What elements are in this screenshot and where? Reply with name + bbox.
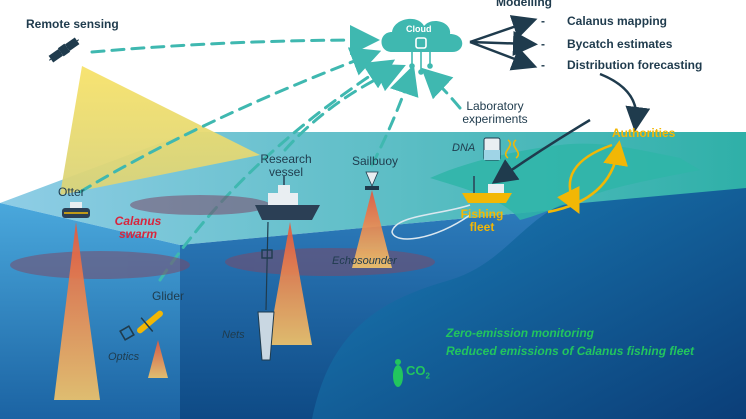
glider-icon: [137, 310, 163, 334]
optics-label: Optics: [108, 351, 140, 363]
cloud-icon: [381, 18, 463, 75]
co2-subscript: 2: [425, 371, 430, 381]
co2-text: CO: [406, 363, 426, 378]
fishing-fleet-label: Fishing fleet: [460, 208, 504, 233]
output-dash: -: [541, 37, 545, 51]
data-links: [78, 25, 462, 282]
sensor-beams: [54, 190, 392, 400]
otter-icon: [62, 202, 90, 218]
output-distribution-forecasting: Distribution forecasting: [567, 58, 703, 72]
modelling-label: Modelling: [496, 0, 552, 9]
link-satellite-cloud: [90, 25, 380, 56]
chip-icon: [415, 37, 427, 49]
authorities-exchange: [547, 140, 628, 214]
calanus-swarm-label-line-1: Calanus: [114, 214, 162, 228]
remote-sensing-label: Remote sensing: [26, 17, 119, 31]
output-dash: -: [541, 58, 545, 72]
footer-line-1: Zero-emission monitoring: [446, 326, 595, 340]
output-item-1: - Calanus mapping: [541, 15, 667, 28]
continental-shelf: [312, 188, 746, 419]
calanus-swarm-label: Calanus swarm: [108, 215, 168, 240]
beaker-icon: [483, 137, 501, 161]
dna-label: DNA: [452, 142, 476, 154]
optics-icon: [119, 325, 135, 341]
calanus-swarm-label-line-2: swarm: [118, 226, 158, 241]
link-otter-cloud: [78, 47, 382, 194]
laboratory-label-line-1: Laboratory: [466, 99, 524, 113]
footprint-icon: [393, 359, 403, 387]
optics-beam: [148, 340, 168, 378]
fishing-net: [391, 204, 471, 240]
satellite-icon: [48, 37, 80, 63]
sailbuoy-icon: [365, 171, 379, 190]
link-lab-cloud: [421, 67, 462, 110]
otter-label: Otter: [58, 185, 85, 199]
link-glider-cloud: [158, 59, 396, 282]
cloud-to-fishing-fleet: [491, 118, 591, 184]
fishing-fleet-label-line-1: Fishing: [460, 207, 504, 221]
research-vessel-label-line-1: Research: [260, 152, 312, 166]
nets-label: Nets: [222, 329, 245, 341]
laboratory-label: Laboratory experiments: [450, 100, 540, 125]
sailbuoy-beam: [352, 190, 392, 268]
vessel-icon: [255, 176, 320, 220]
research-vessel-label-line-2: vessel: [268, 164, 303, 179]
footer-line-2: Reduced emissions of Calanus fishing fle…: [446, 344, 695, 358]
sailbuoy-label: Sailbuoy: [352, 154, 399, 168]
modelling-arrows: [469, 15, 651, 184]
calanus-swarm-surface: [130, 195, 270, 215]
link-vessel-cloud: [283, 63, 406, 152]
cloud-label: Cloud: [406, 24, 432, 34]
calanus-swarm-front: [10, 251, 190, 279]
output-bycatch-estimates: Bycatch estimates: [567, 37, 673, 51]
glider-label: Glider: [152, 289, 185, 303]
co2-label: CO2: [406, 364, 430, 381]
forecast-to-authorities: [599, 72, 651, 132]
fishing-boat-icon: [462, 176, 512, 203]
output-item-3: - Distribution forecasting: [541, 59, 702, 72]
research-vessel-label: Research vessel: [256, 153, 316, 178]
net-icon: [257, 221, 275, 361]
output-dash: -: [541, 14, 545, 28]
calanus-swarm-side: [225, 248, 435, 276]
fishing-fleet-label-line-2: fleet: [469, 219, 495, 234]
authorities-label: Authorities: [612, 126, 676, 140]
output-calanus-mapping: Calanus mapping: [567, 14, 668, 28]
echosounder-label: Echosounder: [332, 255, 397, 267]
output-item-2: - Bycatch estimates: [541, 38, 672, 51]
laboratory-label-line-2: experiments: [462, 111, 528, 126]
otter-beam: [54, 222, 100, 400]
dna-icon: [504, 139, 520, 159]
vessel-beam: [268, 222, 312, 345]
satellite-cone: [60, 66, 260, 195]
link-sailbuoy-cloud: [370, 64, 419, 167]
